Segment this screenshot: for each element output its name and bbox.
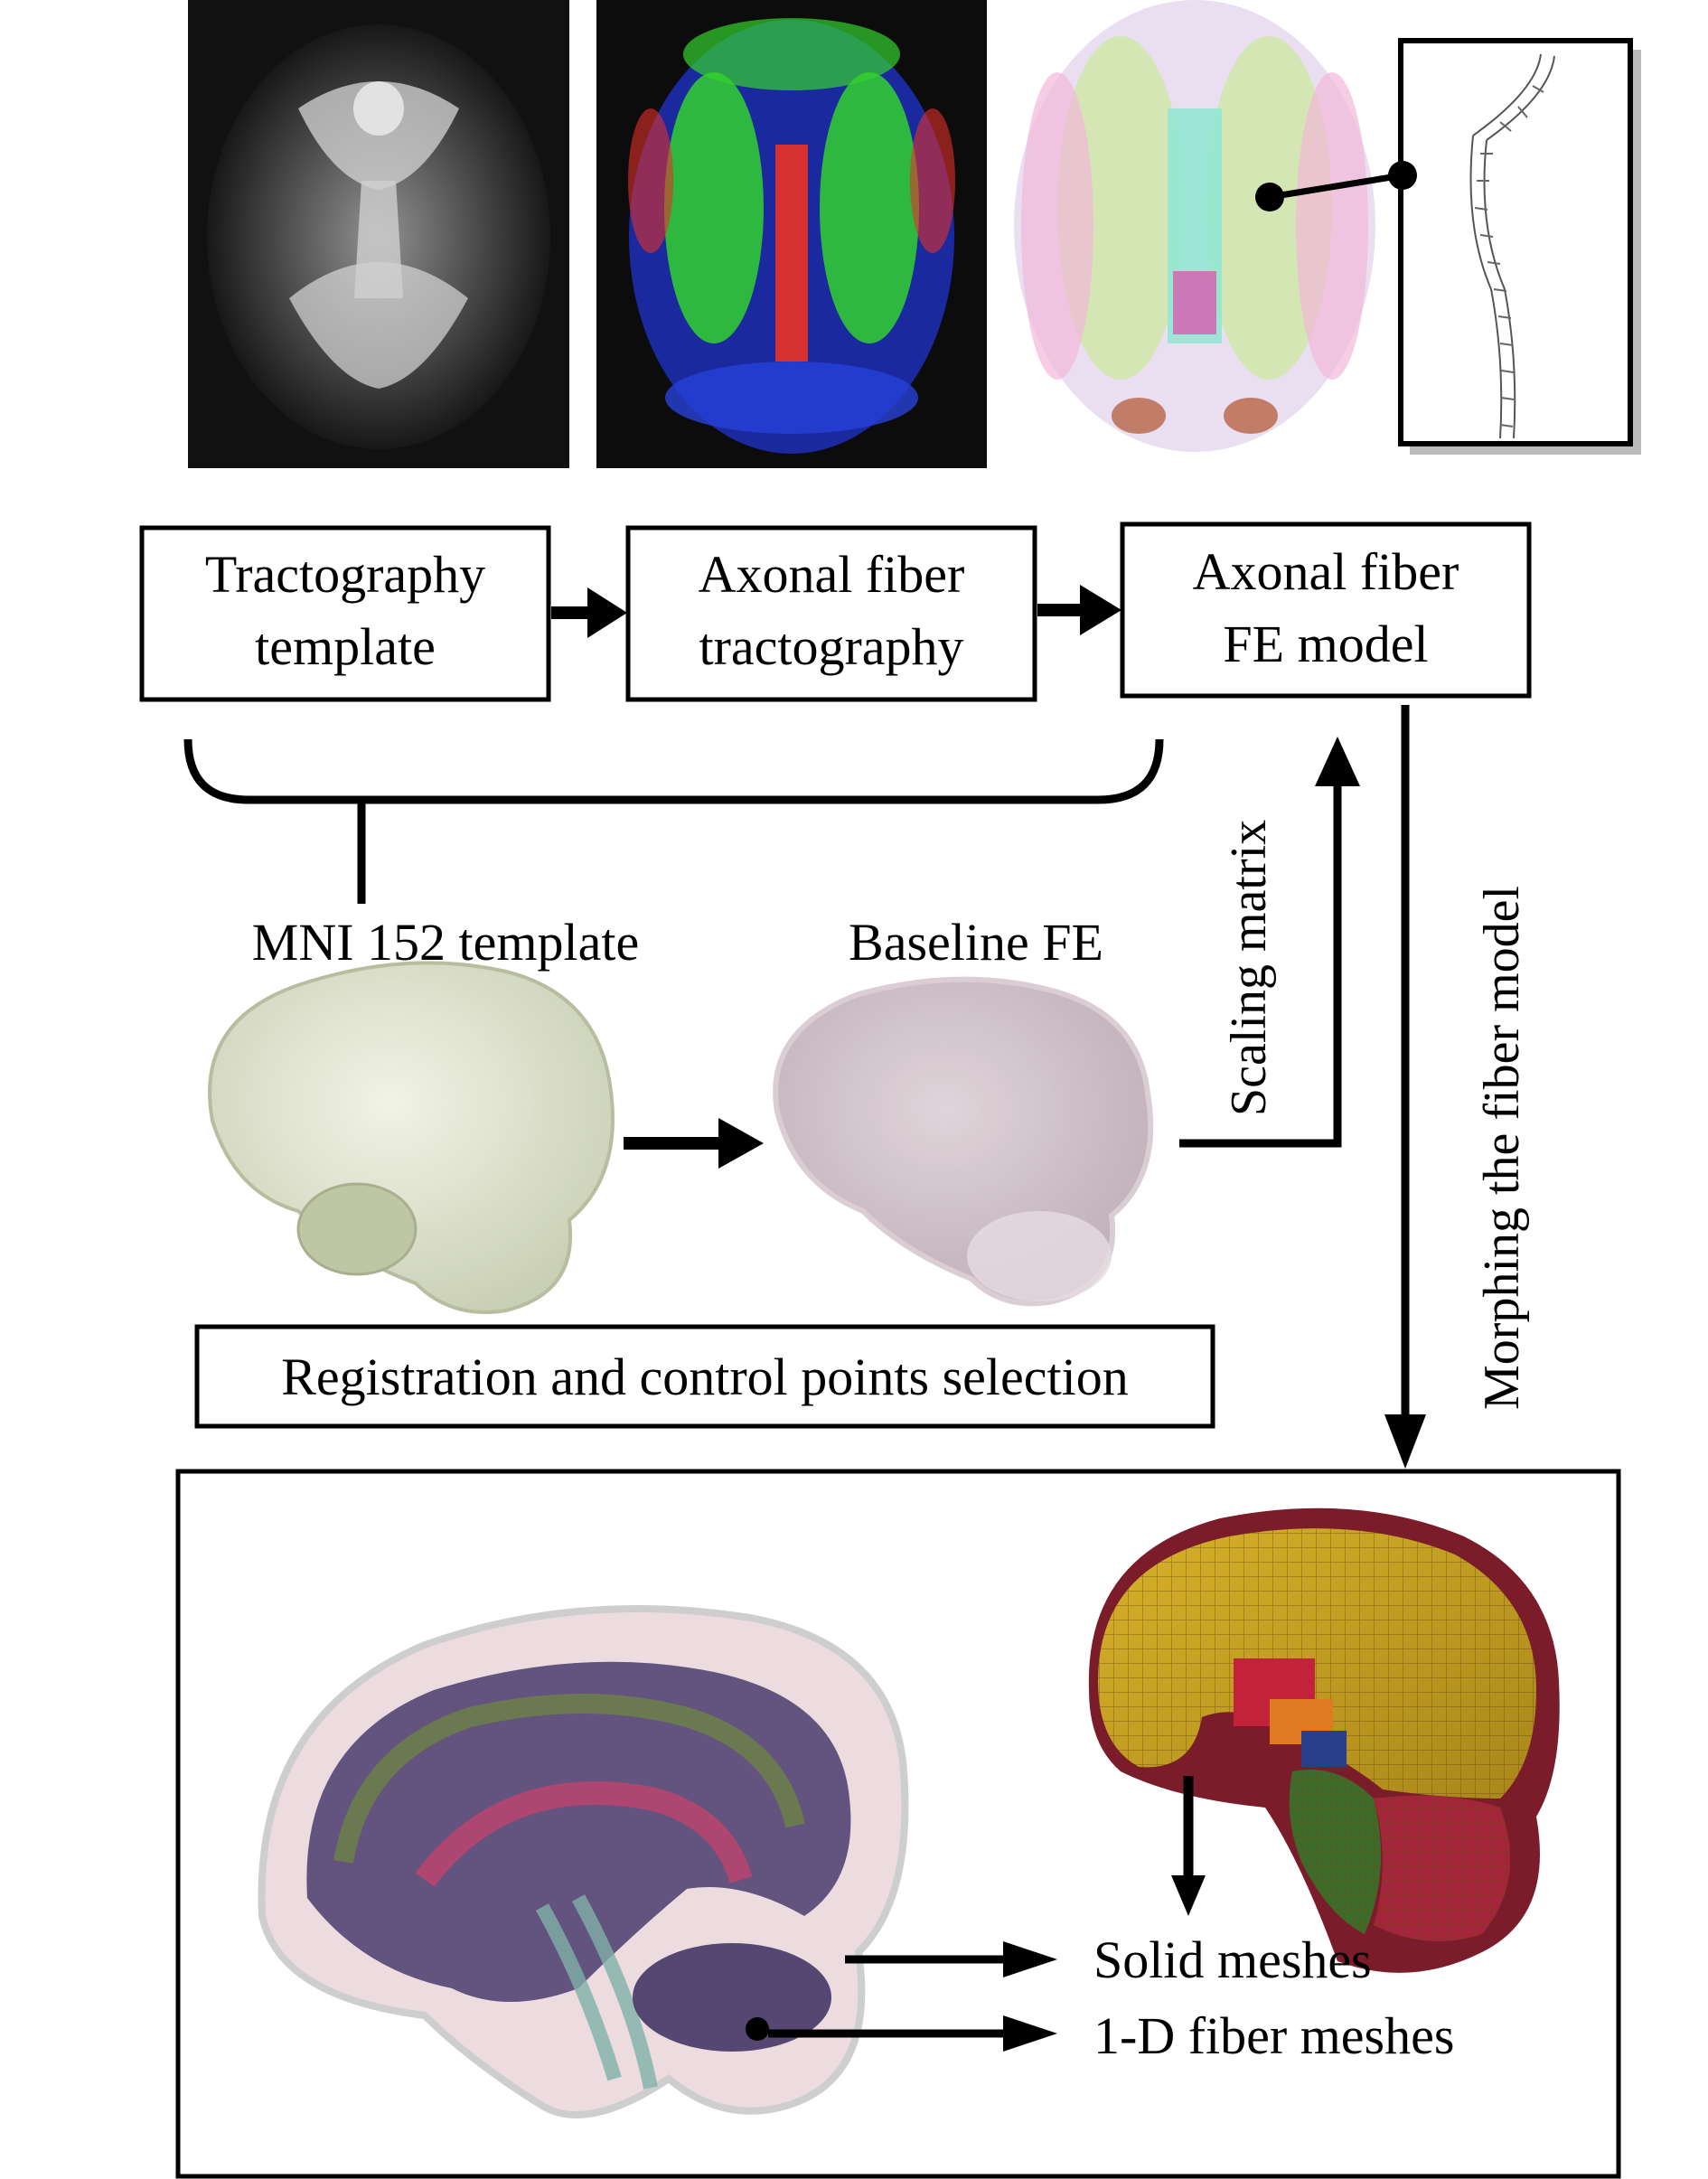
arrow-mni-to-baseline [624,1118,764,1169]
combined-fiber-brain-image [258,1605,909,2118]
arrow-solid-mesh-down [1171,1776,1206,1916]
box-axonal-fiber-tractography-line1: Axonal fiber [699,545,965,604]
scaling-matrix-arrow [1179,737,1360,1148]
box-axonal-fiber-fe-model-line1: Axonal fiber [1193,542,1459,601]
box-tractography-template-line2: template [255,617,436,676]
box-tractography-template-line1: Tractography [205,545,485,604]
arrow-to-solid-meshes [845,1941,1057,1977]
morphing-arrow [1384,705,1426,1469]
solid-mesh-brain-image [1088,1507,1560,1973]
fiber-element-inset [1398,38,1641,455]
solid-meshes-label: Solid meshes [1093,1930,1372,1989]
mni-brain-image [208,961,615,1314]
fiber-tractography-image [596,0,987,468]
baseline-fe-label: Baseline FE [849,913,1103,972]
arrow-to-fiber-meshes [768,2015,1057,2052]
registration-label: Registration and control points selectio… [281,1348,1129,1406]
grouping-brace [183,738,1164,904]
inset-pointer [1255,161,1417,211]
box-axonal-fiber-tractography-line2: tractography [699,617,963,676]
scaling-matrix-label: Scaling matrix [1221,820,1277,1116]
box-axonal-fiber-fe-model: Axonal fiber FE model [1120,521,1532,699]
box-axonal-fiber-tractography: Axonal fiber tractography [625,525,1037,702]
fiber-meshes-label: 1-D fiber meshes [1093,2006,1454,2065]
box-tractography-template: Tractography template [139,525,551,702]
morphing-label: Morphing the fiber model [1474,886,1530,1410]
dti-template-image [188,0,569,468]
arrow-box1-to-box2 [551,587,627,638]
fiber-fe-model-image [1014,0,1375,452]
baseline-brain-image [773,976,1154,1307]
box-axonal-fiber-fe-model-line2: FE model [1223,615,1428,673]
box-registration: Registration and control points selectio… [194,1324,1215,1429]
arrow-box2-to-box3 [1037,585,1121,635]
